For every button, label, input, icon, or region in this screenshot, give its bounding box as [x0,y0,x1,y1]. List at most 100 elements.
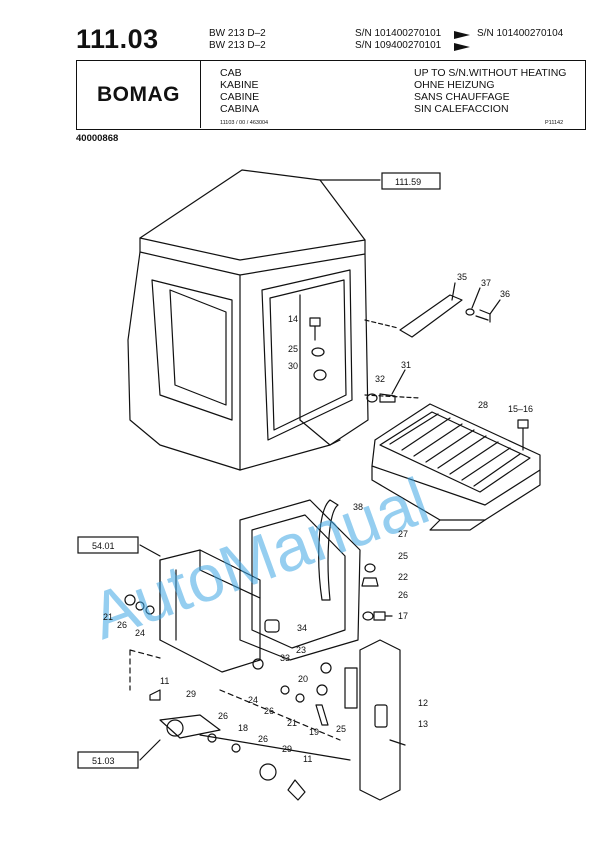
callout-35: 35 [457,272,467,282]
callout-21: 21 [103,612,113,622]
callout-20: 20 [298,674,308,684]
callout-11: 11 [160,676,169,686]
description-de: OHNE HEIZUNG [414,79,495,91]
serial-to-1: S/N 101400270104 [477,28,564,39]
part-grommet-34 [264,619,280,633]
leader-31 [391,369,406,395]
ref-box-top[interactable] [381,172,441,190]
part-spring-19 [315,704,329,726]
part-washer-26 [362,611,374,621]
part-nut-33 [252,658,264,670]
callout-24: 24 [135,628,145,638]
part-bolt-15-16 [517,419,529,451]
ref-leader-bottom [139,739,161,761]
part-bushing-29 [149,689,161,701]
ref-leader-left [139,544,161,557]
callout-25: 25 [398,551,408,561]
part-bolt-18 [231,743,241,753]
callout-30: 30 [288,361,298,371]
bomag-logo: BOMAG [77,61,201,128]
callout-26: 26 [258,734,268,744]
part-bearing [166,719,184,737]
callout-24: 24 [248,695,258,705]
callout-15-16: 15–16 [508,404,533,414]
part-washer-37 [465,308,475,316]
part-washer-25 [364,563,376,573]
leader-37-36 [471,287,501,315]
cab-roof [139,169,366,261]
callout-26: 26 [264,706,274,716]
ref-label-bottom: 51.03 [92,756,115,766]
cab-body-right [239,253,369,471]
part-washer-26 [135,601,145,611]
cab-left-window-inner [169,289,227,406]
console-frame [239,499,361,661]
console-frame-inner [251,514,346,649]
figure-code: P11142 [545,120,564,126]
callout-25: 25 [336,724,346,734]
cab-body-left [127,251,241,471]
serial-from-2: S/N 109400270101 [355,40,442,51]
ref-box-bottom[interactable] [77,751,139,769]
part-bolt-36 [475,309,491,323]
callout-22: 22 [398,572,408,582]
part-rod-38 [318,499,339,601]
arrow-right-icon [454,31,470,39]
callout-18: 18 [238,723,248,733]
part-washer-26 [295,693,305,703]
title-box: BOMAG CAB KABINE CABINE CABINA UP TO S/N… [76,60,586,130]
document-number: 40000868 [76,133,119,144]
callout-27: 27 [398,529,408,539]
cab-left-window [151,279,233,421]
page-number: 111.03 [76,24,159,54]
floor-mat-grooves [389,413,521,487]
callout-11: 11 [303,754,312,764]
part-bolt-17 [373,611,393,621]
callout-26: 26 [117,620,127,630]
pedal-rod [199,734,351,761]
callout-37: 37 [481,278,491,288]
callout-21: 21 [287,718,297,728]
callout-32: 32 [375,374,385,384]
callout-33: 33 [280,653,290,663]
callout-31: 31 [401,360,411,370]
part-bushing-11 [287,779,306,801]
description-en: UP TO S/N.WITHOUT HEATING [414,67,567,79]
model-line-1: BW 213 D–2 [209,28,266,39]
bracket-12 [359,639,401,801]
callout-25: 25 [288,344,298,354]
ref-label-top: 111.59 [395,177,421,187]
callout-12: 12 [418,698,428,708]
cab-roof-edge [139,237,366,276]
description-block: UP TO S/N.WITHOUT HEATING OHNE HEIZUNG S… [414,67,566,115]
callout-26: 26 [218,711,228,721]
part-nut-20 [320,662,332,674]
assembly-line [129,649,161,691]
arrow-right-icon [454,43,470,51]
callout-17: 17 [398,611,408,621]
cab-door-window [261,269,353,441]
title-fr: CABINE [220,91,260,103]
part-bolt-31 [379,393,396,403]
description-fr: SANS CHAUFFAGE [414,91,510,103]
title-block: CAB KABINE CABINE CABINA [220,67,259,115]
callout-14: 14 [288,314,298,324]
part-bolt-13 [389,739,406,746]
floor-mat-ribs [379,411,531,493]
part-nut-21 [316,684,328,696]
ref-box-left[interactable] [77,536,139,554]
floor-mat-27-tab [429,519,486,531]
pedal-shaft [159,714,221,739]
model-line-2: BW 213 D–2 [209,40,266,51]
callout-38: 38 [353,502,363,512]
reference-code: 11103 / 00 / 463004 [220,120,269,126]
part-washer [207,733,217,743]
callout-28: 28 [478,400,488,410]
title-en: CAB [220,67,242,79]
part-washer-24 [145,605,155,615]
cab-door-window-inner [269,279,347,431]
callout-34: 34 [297,623,307,633]
part-washer-32 [366,393,378,403]
cab-door-step [299,419,341,446]
part-washer-25 [311,347,325,357]
